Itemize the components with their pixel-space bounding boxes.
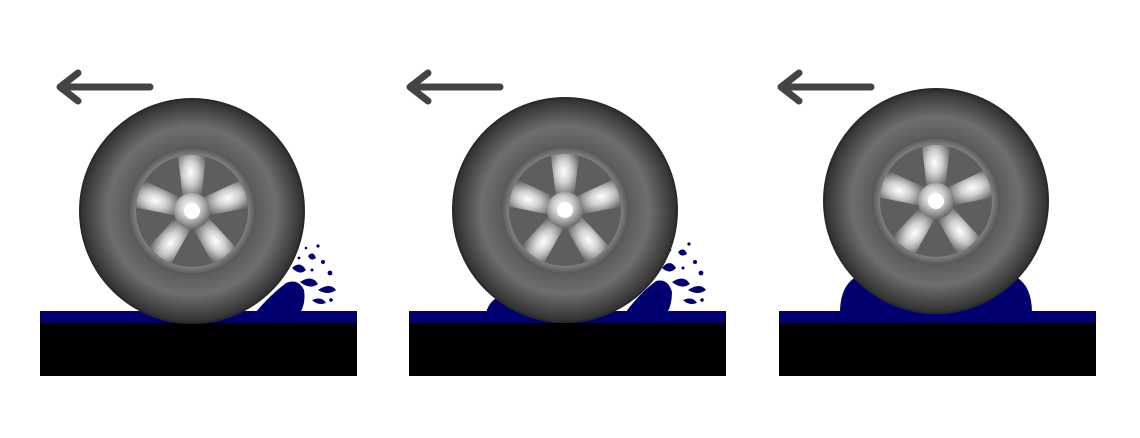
panel-3 bbox=[777, 69, 1096, 376]
water-layer bbox=[779, 311, 1096, 323]
panel-2 bbox=[406, 69, 726, 376]
rim-icon bbox=[128, 147, 256, 275]
water-wedge-front bbox=[625, 280, 672, 313]
road bbox=[40, 321, 357, 376]
road bbox=[409, 321, 726, 376]
arrow-left-icon bbox=[406, 69, 504, 105]
water-spray-icon bbox=[292, 244, 336, 304]
rim-icon bbox=[872, 137, 1000, 265]
water-spray-icon bbox=[662, 242, 706, 304]
arrow-left-icon bbox=[777, 69, 875, 105]
rim-icon bbox=[501, 146, 629, 274]
panel-1 bbox=[40, 69, 357, 376]
water-wedge-front bbox=[255, 281, 305, 313]
road bbox=[779, 321, 1096, 376]
arrow-left-icon bbox=[56, 69, 154, 105]
